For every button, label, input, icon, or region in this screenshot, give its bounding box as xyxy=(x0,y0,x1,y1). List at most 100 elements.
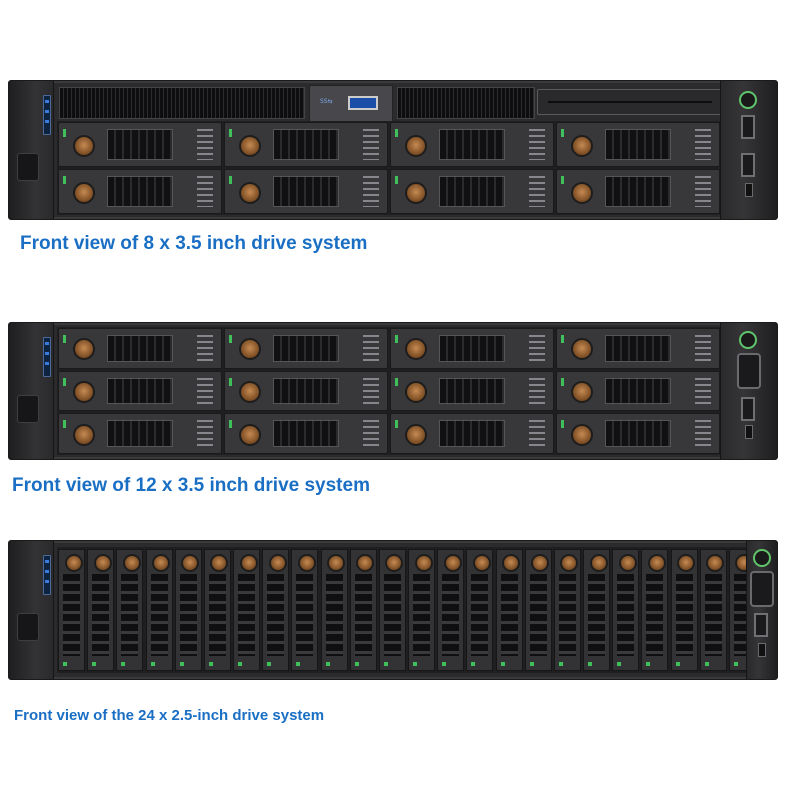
drive-bay-2-5[interactable] xyxy=(349,549,377,671)
drive-release-knob-icon[interactable] xyxy=(443,554,462,572)
drive-bay-2-5[interactable] xyxy=(262,549,290,671)
drive-bay-2-5[interactable] xyxy=(437,549,465,671)
drive-bay-2-5[interactable] xyxy=(116,549,144,671)
drive-release-knob-icon[interactable] xyxy=(239,423,261,446)
drive-release-knob-icon[interactable] xyxy=(589,554,608,572)
power-button-icon[interactable] xyxy=(739,91,757,109)
drive-release-knob-icon[interactable] xyxy=(239,338,261,361)
drive-bay-3-5[interactable] xyxy=(224,413,388,454)
drive-bay-2-5[interactable] xyxy=(495,549,523,671)
drive-release-knob-icon[interactable] xyxy=(405,423,427,446)
drive-release-knob-icon[interactable] xyxy=(502,554,521,572)
drive-bay-3-5[interactable] xyxy=(390,370,554,412)
drive-bay-2-5[interactable] xyxy=(291,549,319,671)
idrac-port-icon[interactable] xyxy=(745,183,753,197)
drive-release-knob-icon[interactable] xyxy=(571,181,593,204)
drive-release-knob-icon[interactable] xyxy=(414,554,433,572)
drive-bay-2-5[interactable] xyxy=(87,549,115,671)
drive-bay-3-5[interactable] xyxy=(556,122,720,167)
drive-bay-2-5[interactable] xyxy=(641,549,669,671)
drive-release-knob-icon[interactable] xyxy=(405,380,427,403)
drive-release-knob-icon[interactable] xyxy=(327,554,346,572)
idrac-port-icon[interactable] xyxy=(745,425,753,439)
drive-release-knob-icon[interactable] xyxy=(64,554,83,572)
drive-release-knob-icon[interactable] xyxy=(181,554,200,572)
drive-bay-3-5[interactable] xyxy=(556,413,720,454)
idrac-port-icon[interactable] xyxy=(758,643,766,657)
power-button-icon[interactable] xyxy=(739,331,757,349)
usb-port-icon[interactable] xyxy=(741,115,755,139)
drive-release-knob-icon[interactable] xyxy=(571,423,593,446)
drive-bay-3-5[interactable] xyxy=(390,122,554,167)
drive-grill xyxy=(383,574,401,656)
drive-release-knob-icon[interactable] xyxy=(297,554,316,572)
drive-bay-3-5[interactable] xyxy=(224,370,388,412)
power-button-icon[interactable] xyxy=(753,549,771,567)
drive-release-knob-icon[interactable] xyxy=(560,554,579,572)
drive-bay-2-5[interactable] xyxy=(553,549,581,671)
drive-release-knob-icon[interactable] xyxy=(152,554,171,572)
drive-bay-2-5[interactable] xyxy=(670,549,698,671)
drive-release-knob-icon[interactable] xyxy=(93,554,112,572)
drive-bay-3-5[interactable] xyxy=(224,122,388,167)
drive-bay-3-5[interactable] xyxy=(58,413,222,454)
drive-bay-3-5[interactable] xyxy=(58,370,222,412)
drive-release-knob-icon[interactable] xyxy=(122,554,141,572)
drive-release-knob-icon[interactable] xyxy=(73,181,95,204)
drive-release-knob-icon[interactable] xyxy=(531,554,550,572)
drive-bay-3-5[interactable] xyxy=(58,169,222,214)
vga-port-icon[interactable] xyxy=(750,571,774,607)
drive-release-knob-icon[interactable] xyxy=(73,423,95,446)
usb-port-icon[interactable] xyxy=(754,613,768,637)
drive-bay-2-5[interactable] xyxy=(320,549,348,671)
drive-bay-2-5[interactable] xyxy=(699,549,727,671)
drive-release-knob-icon[interactable] xyxy=(571,380,593,403)
drive-release-knob-icon[interactable] xyxy=(405,181,427,204)
drive-release-knob-icon[interactable] xyxy=(73,338,95,361)
drive-bay-2-5[interactable] xyxy=(583,549,611,671)
drive-bay-3-5[interactable] xyxy=(390,328,554,369)
drive-release-knob-icon[interactable] xyxy=(73,134,95,157)
drive-release-knob-icon[interactable] xyxy=(385,554,404,572)
drive-release-knob-icon[interactable] xyxy=(571,338,593,361)
drive-release-knob-icon[interactable] xyxy=(405,338,427,361)
usb-port-icon[interactable] xyxy=(741,397,755,421)
drive-bay-2-5[interactable] xyxy=(524,549,552,671)
drive-release-knob-icon[interactable] xyxy=(239,134,261,157)
drive-bay-2-5[interactable] xyxy=(612,549,640,671)
drive-release-knob-icon[interactable] xyxy=(405,134,427,157)
drive-release-knob-icon[interactable] xyxy=(571,134,593,157)
drive-bay-3-5[interactable] xyxy=(224,328,388,369)
drive-release-knob-icon[interactable] xyxy=(647,554,666,572)
drive-release-knob-icon[interactable] xyxy=(268,554,287,572)
drive-bay-2-5[interactable] xyxy=(408,549,436,671)
drive-bay-3-5[interactable] xyxy=(390,413,554,454)
drive-bay-2-5[interactable] xyxy=(378,549,406,671)
drive-bay-2-5[interactable] xyxy=(233,549,261,671)
drive-bay-3-5[interactable] xyxy=(390,169,554,214)
drive-bay-3-5[interactable] xyxy=(556,328,720,369)
drive-release-knob-icon[interactable] xyxy=(210,554,229,572)
drive-release-knob-icon[interactable] xyxy=(472,554,491,572)
drive-bay-2-5[interactable] xyxy=(174,549,202,671)
drive-bay-2-5[interactable] xyxy=(203,549,231,671)
drive-release-knob-icon[interactable] xyxy=(239,181,261,204)
drive-release-knob-icon[interactable] xyxy=(356,554,375,572)
drive-bay-3-5[interactable] xyxy=(58,328,222,369)
drive-bay-3-5[interactable] xyxy=(556,370,720,412)
drive-release-knob-icon[interactable] xyxy=(239,380,261,403)
drive-release-knob-icon[interactable] xyxy=(677,554,696,572)
drive-bay-3-5[interactable] xyxy=(224,169,388,214)
drive-release-knob-icon[interactable] xyxy=(239,554,258,572)
vga-port-icon[interactable] xyxy=(737,353,761,389)
drive-bay-2-5[interactable] xyxy=(466,549,494,671)
usb-port-icon[interactable] xyxy=(348,96,378,110)
drive-release-knob-icon[interactable] xyxy=(73,380,95,403)
usb-port-icon[interactable] xyxy=(741,153,755,177)
drive-release-knob-icon[interactable] xyxy=(618,554,637,572)
drive-bay-2-5[interactable] xyxy=(145,549,173,671)
drive-bay-3-5[interactable] xyxy=(58,122,222,167)
drive-bay-2-5[interactable] xyxy=(58,549,86,671)
drive-bay-3-5[interactable] xyxy=(556,169,720,214)
drive-release-knob-icon[interactable] xyxy=(706,554,725,572)
